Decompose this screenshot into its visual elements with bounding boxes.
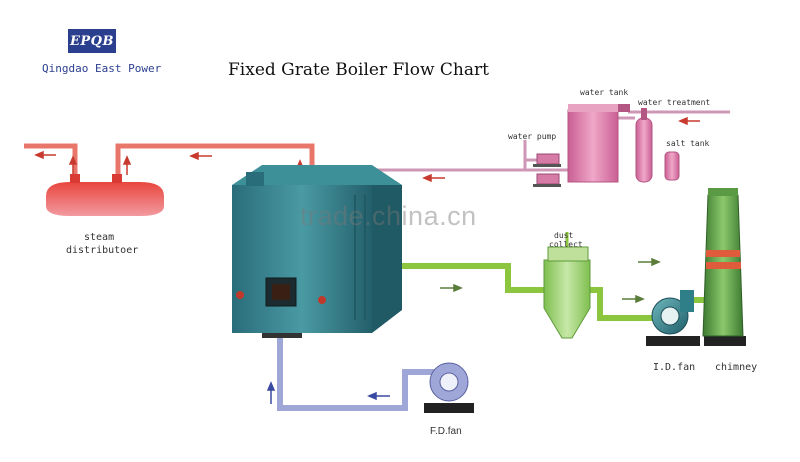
distributor-label: distributoer — [66, 245, 139, 256]
chart-title: Fixed Grate Boiler Flow Chart — [228, 60, 489, 80]
boiler — [232, 165, 402, 338]
water-pump-label: water pump — [508, 132, 557, 141]
water-arrows — [422, 116, 700, 183]
id-fan-label: I.D.fan — [653, 362, 696, 373]
chimney-label: chimney — [715, 362, 758, 373]
water-tank — [567, 104, 630, 183]
collect-label: collect — [549, 240, 583, 249]
id-fan — [646, 290, 700, 346]
company-name: Qingdao East Power — [42, 62, 162, 75]
company-logo: EPQB — [68, 29, 116, 53]
steam-label: steam — [84, 232, 115, 243]
flue-arrows — [440, 257, 661, 304]
fd-fan — [424, 362, 474, 413]
air-arrows — [266, 381, 390, 404]
water-pumps — [533, 153, 561, 187]
salt-tank-label: salt tank — [666, 139, 710, 148]
chimney — [702, 188, 746, 346]
water-treatment-column — [635, 108, 653, 183]
air-duct — [277, 335, 438, 411]
salt-tank — [664, 151, 680, 181]
water-tank-label: water tank — [580, 88, 629, 97]
steam-pipes — [24, 143, 315, 180]
fd-fan-label: F.D.fan — [430, 426, 462, 437]
watermark: trade.china.cn — [300, 201, 477, 231]
dust-collector — [543, 232, 591, 339]
logo-text: EPQB — [70, 33, 114, 49]
steam-distributor — [46, 174, 164, 216]
water-treatment-label: water treatment — [638, 98, 711, 107]
dust-label: dust — [554, 231, 574, 240]
